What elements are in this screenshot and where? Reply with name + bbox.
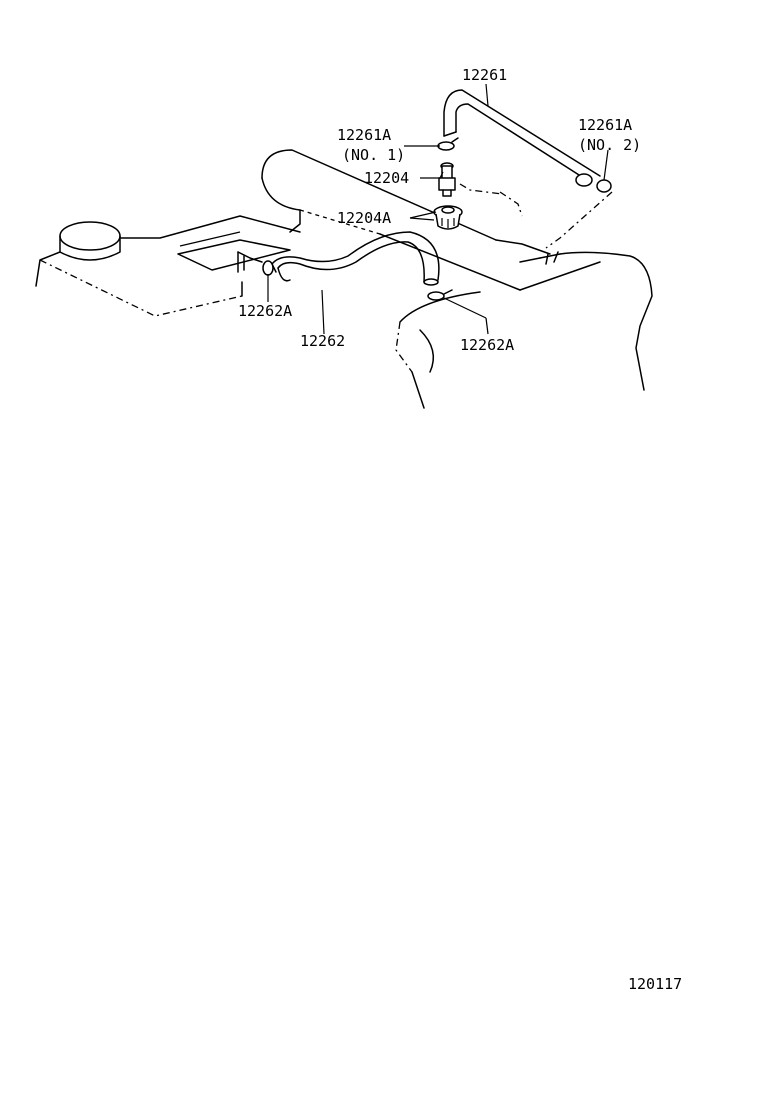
label-12261a-no1-note: (NO. 1)	[342, 146, 405, 164]
clamp-no2-guide	[545, 191, 613, 249]
clamp-12261a-no1	[437, 137, 459, 151]
label-12204a: 12204A	[337, 209, 391, 227]
label-12261a-no2: 12261A	[578, 116, 632, 134]
label-12262a-right: 12262A	[460, 336, 514, 354]
label-12261a-no1: 12261A	[337, 126, 391, 144]
intake-plenum-outline	[261, 149, 551, 291]
label-12261: 12261	[462, 66, 507, 84]
grommet-12204a	[433, 205, 463, 230]
leader-lines	[267, 83, 609, 335]
label-12262a-left: 12262A	[238, 302, 292, 320]
clamp-12262a-right	[427, 289, 453, 301]
label-12261a-no2-note: (NO. 2)	[578, 136, 641, 154]
hose-12261	[443, 89, 601, 187]
clamp-12262a-left	[237, 251, 274, 276]
engine-block-outline	[395, 251, 653, 409]
hose-12262	[271, 231, 440, 286]
engine-head-outline	[35, 215, 301, 317]
pcv-valve-12204	[438, 162, 456, 197]
clamp-12261a-no2	[596, 179, 612, 193]
label-12262: 12262	[300, 332, 345, 350]
figure-number: 120117	[628, 975, 682, 993]
label-12204: 12204	[364, 169, 409, 187]
